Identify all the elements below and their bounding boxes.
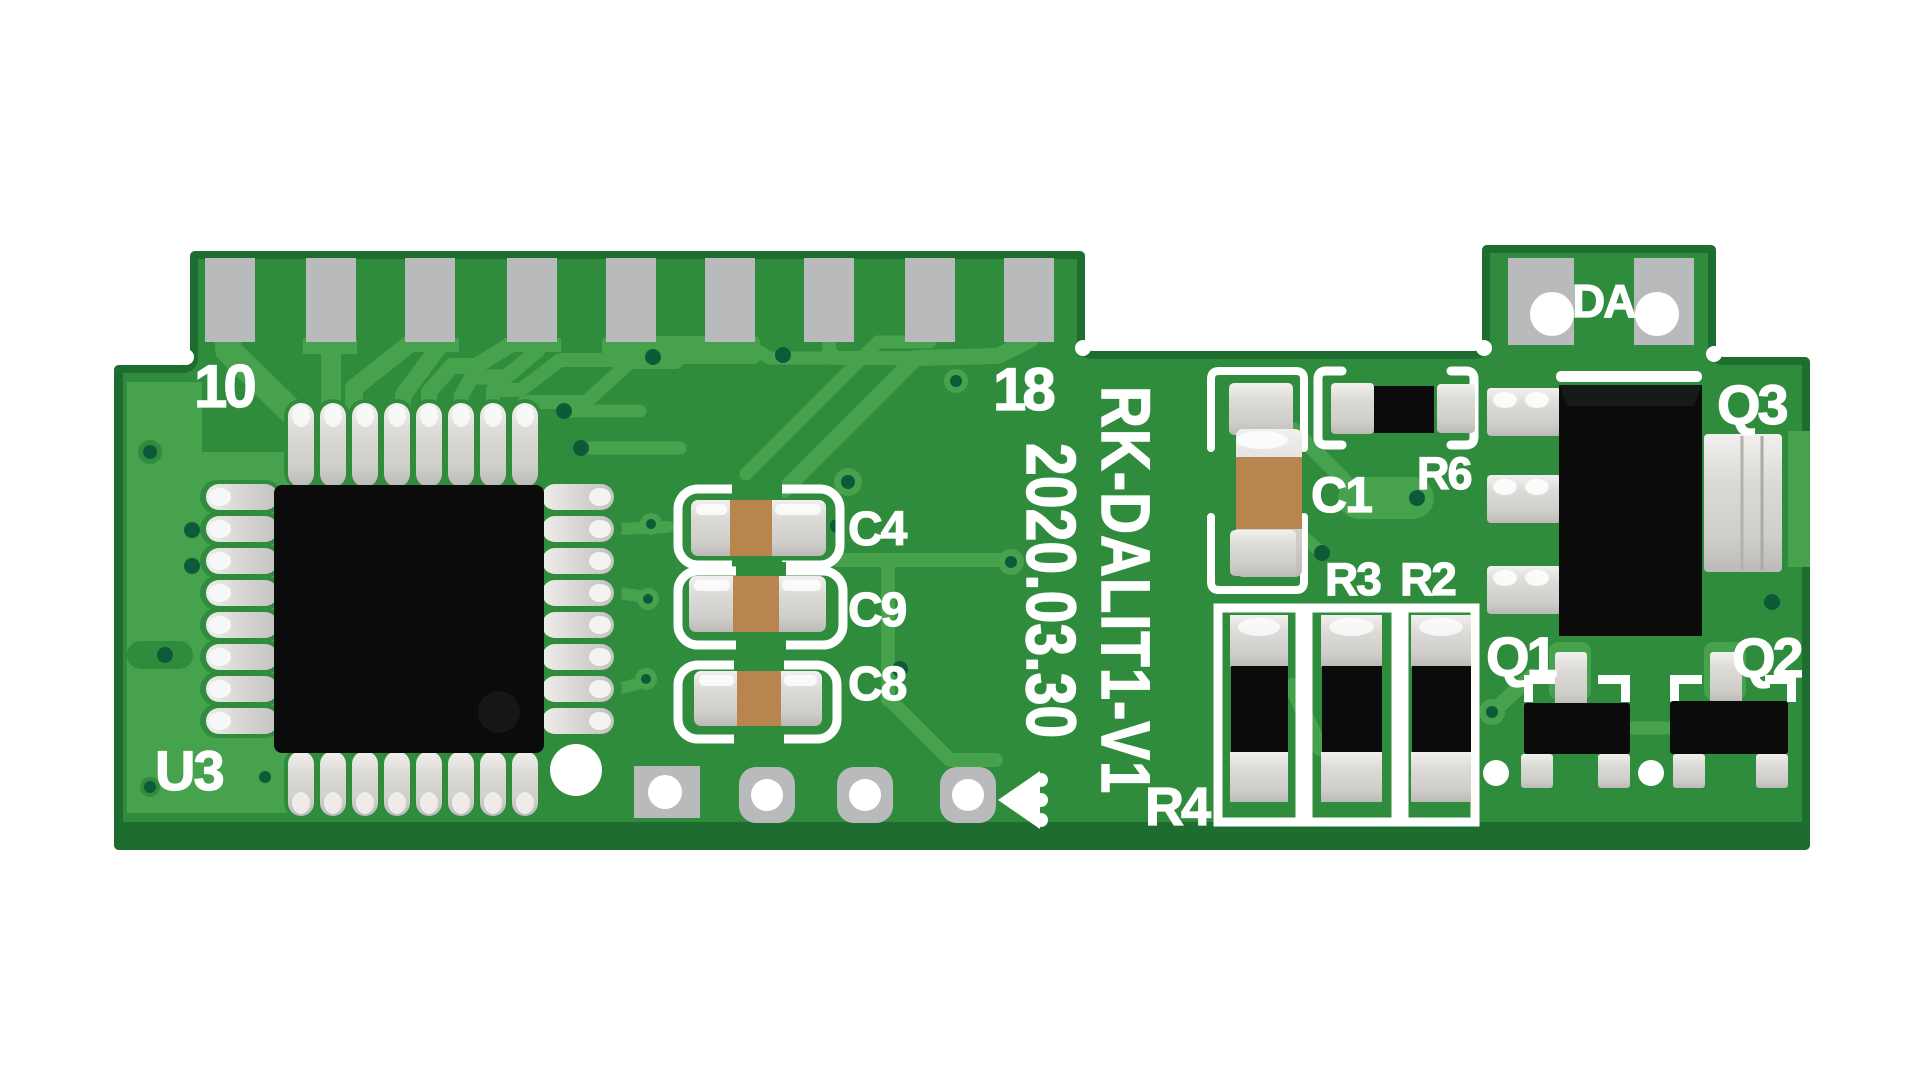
svg-text:RK-DALIT1-V1: RK-DALIT1-V1 [1087,386,1163,794]
svg-text:R3: R3 [1325,553,1380,605]
svg-text:C1: C1 [1311,467,1372,523]
svg-text:Q2: Q2 [1732,626,1802,689]
svg-text:C9: C9 [848,584,906,637]
svg-text:R6: R6 [1417,448,1471,499]
svg-text:U3: U3 [155,739,223,802]
svg-text:18: 18 [993,356,1054,423]
svg-text:R2: R2 [1400,553,1455,605]
svg-text:10: 10 [194,353,254,420]
svg-text:C8: C8 [848,658,907,711]
svg-text:Q1: Q1 [1486,625,1557,688]
svg-text:2020.03.30: 2020.03.30 [1012,443,1090,738]
svg-text:DA: DA [1572,275,1635,327]
svg-text:C4: C4 [848,503,908,556]
svg-text:R4: R4 [1145,777,1211,837]
svg-text:Q3: Q3 [1717,373,1788,436]
